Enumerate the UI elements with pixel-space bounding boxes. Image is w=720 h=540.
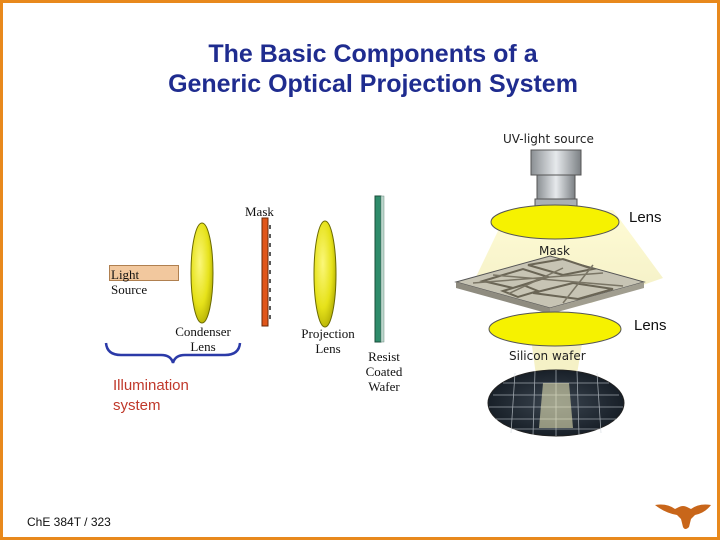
light-source-line-2: Source [111, 282, 148, 297]
illumination-line-1: Illumination [113, 377, 189, 394]
projection-lens-label: Projection Lens [293, 326, 363, 356]
projection-line-2: Lens [315, 341, 341, 356]
projection-line-1: Projection [301, 326, 355, 341]
course-footer: ChE 384T / 323 [27, 515, 111, 529]
projection-photo: UV-light source Mask Silicon wafer [454, 132, 663, 437]
illumination-line-2: system [113, 397, 161, 414]
title-line-1: The Basic Components of a [208, 40, 538, 68]
title-line-2: Generic Optical Projection System [168, 70, 578, 98]
photo-lens-top-label: Lens [629, 209, 662, 226]
light-source-label: Light Source [111, 267, 147, 297]
mask-label: Mask [245, 204, 274, 219]
photo-lens-bottom [488, 311, 622, 347]
mask-plate [261, 217, 271, 327]
condenser-line-1: Condenser [175, 324, 231, 339]
resist-coated-wafer [374, 195, 385, 343]
uv-source-caption: UV-light source [503, 132, 594, 146]
photo-lens-top [490, 204, 620, 240]
page-title: The Basic Components of a Generic Optica… [103, 39, 643, 99]
resist-line-1: Resist [368, 349, 400, 364]
light-source-line-1: Light [111, 267, 140, 282]
condenser-lens [190, 222, 214, 324]
resist-line-2: Coated [365, 364, 403, 379]
illumination-system-label: Illumination system [113, 376, 189, 416]
light-source-box [109, 265, 179, 281]
resist-line-3: Wafer [368, 379, 400, 394]
photo-mask-caption: Mask [539, 244, 570, 258]
condenser-line-2: Lens [190, 339, 216, 354]
diagram-canvas: UV-light source Mask Silicon wafer [104, 132, 711, 529]
silicon-wafer-caption: Silicon wafer [509, 349, 586, 363]
condenser-lens-label: Condenser Lens [169, 324, 237, 354]
longhorn-logo-icon [655, 504, 711, 529]
photo-mask [454, 255, 646, 314]
uv-lamp-icon [530, 149, 582, 208]
photo-lens-bottom-label: Lens [634, 317, 667, 334]
projection-lens [313, 220, 337, 328]
illumination-brace [104, 342, 242, 364]
resist-coated-wafer-label: Resist Coated Wafer [361, 349, 407, 394]
silicon-wafer-disc [487, 369, 625, 437]
